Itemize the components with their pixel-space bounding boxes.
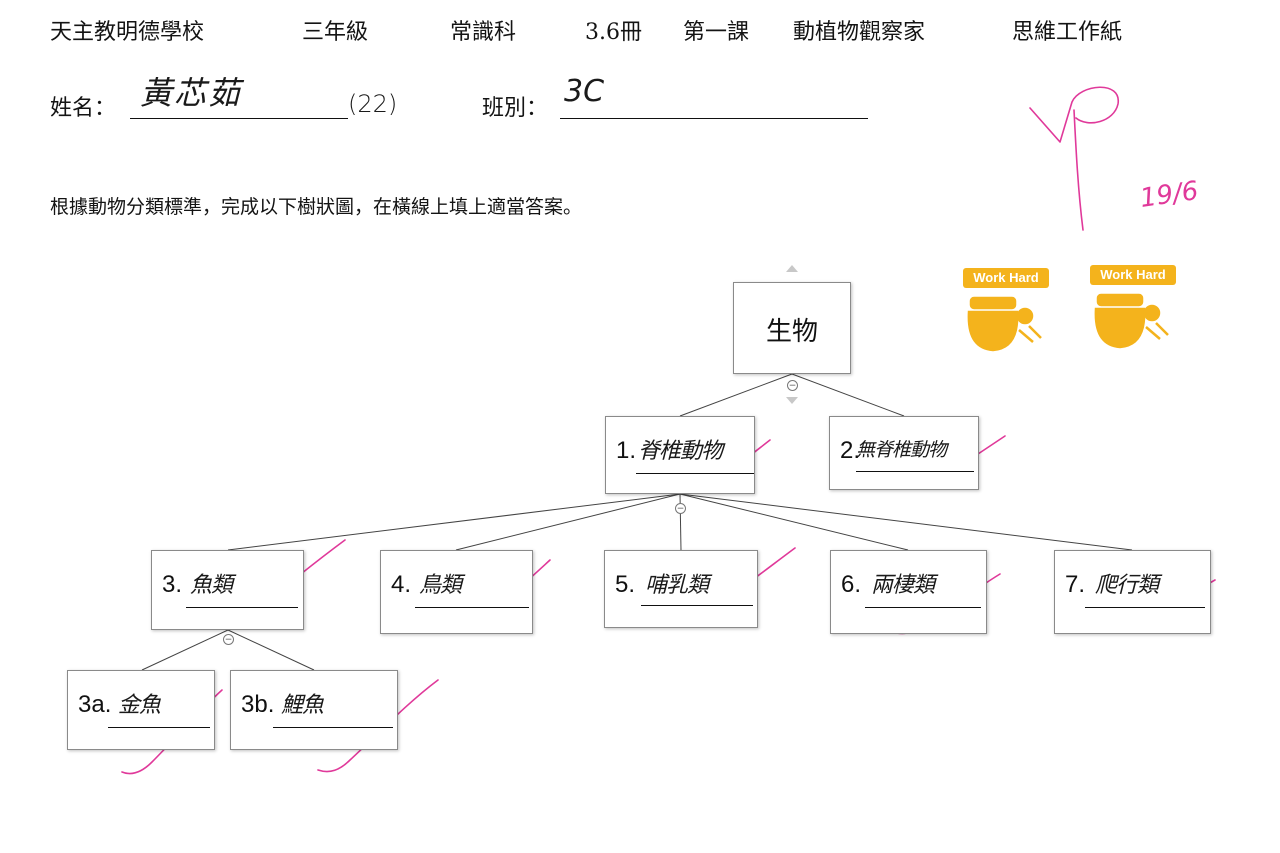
answer-line [641, 605, 753, 606]
worksheet-title: 思維工作紙 [1012, 20, 1123, 45]
node-answer: 脊椎動物 [638, 439, 723, 464]
subject: 常識科 [450, 20, 517, 45]
book-volume: 3.6冊 [585, 20, 642, 45]
answer-line [415, 607, 529, 608]
node-number: 2. [840, 437, 861, 464]
scroll-down-icon [786, 397, 798, 404]
tree-node-2: 2. 無脊椎動物 [829, 416, 979, 490]
answer-line [636, 473, 754, 474]
lesson-number: 第一課 [683, 20, 750, 45]
collapse-icon-node-3[interactable]: − [223, 634, 234, 645]
answer-line [273, 727, 393, 728]
answer-line [865, 607, 981, 608]
node-number: 5. [615, 571, 636, 598]
class-label: 班別： [482, 96, 549, 121]
node-number: 3a. [78, 691, 112, 718]
student-number: (22) [348, 90, 398, 118]
node-answer: 鯉魚 [281, 693, 324, 718]
honey-jar-icon [1094, 293, 1169, 349]
node-answer: 爬行類 [1095, 573, 1159, 598]
node-number: 3. [162, 571, 183, 598]
answer-line [1085, 607, 1205, 608]
school-name: 天主教明德學校 [50, 20, 205, 45]
tree-node-7: 7. 爬行類 [1054, 550, 1211, 634]
node-number: 7. [1065, 571, 1086, 598]
node-answer: 魚類 [190, 573, 233, 598]
sticker-label: Work Hard [963, 268, 1049, 288]
name-underline [130, 118, 348, 119]
tree-node-3: 3. 魚類 [151, 550, 304, 630]
answer-line [856, 471, 974, 472]
work-hard-sticker-1: Work Hard [963, 268, 1049, 358]
tree-node-3a: 3a. 金魚 [67, 670, 215, 750]
node-number: 1. [616, 437, 637, 464]
node-number: 3b. [241, 691, 275, 718]
tree-node-4: 4. 鳥類 [380, 550, 533, 634]
node-answer: 無脊椎動物 [856, 439, 947, 461]
node-answer: 兩棲類 [871, 573, 935, 598]
honey-jar-icon [967, 296, 1042, 352]
scroll-up-icon [786, 265, 798, 272]
root-label: 生物 [765, 316, 818, 346]
answer-line [186, 607, 298, 608]
tree-node-1: 1. 脊椎動物 [605, 416, 755, 494]
node-answer: 金魚 [118, 693, 161, 718]
name-value: 黃芯茹 [140, 74, 243, 112]
collapse-icon-root[interactable]: − [787, 380, 798, 391]
grade: 三年級 [302, 20, 369, 45]
tree-root-node: 生物 [733, 282, 851, 374]
node-number: 6. [841, 571, 862, 598]
work-hard-sticker-2: Work Hard [1090, 265, 1176, 355]
collapse-icon-node-1[interactable]: − [675, 503, 686, 514]
tree-node-3b: 3b. 鯉魚 [230, 670, 398, 750]
tree-node-5: 5. 哺乳類 [604, 550, 758, 628]
node-answer: 鳥類 [419, 573, 462, 598]
node-number: 4. [391, 571, 412, 598]
node-answer: 哺乳類 [645, 573, 709, 598]
instruction-text: 根據動物分類標準，完成以下樹狀圖，在橫線上填上適當答案。 [50, 196, 583, 218]
name-label: 姓名： [50, 96, 117, 121]
sticker-label: Work Hard [1090, 265, 1176, 285]
class-underline [560, 118, 868, 119]
teacher-signature [1029, 86, 1119, 231]
tree-node-6: 6. 兩棲類 [830, 550, 987, 634]
lesson-topic: 動植物觀察家 [793, 20, 926, 45]
class-value: 3C [564, 74, 605, 109]
check-mark-3b [317, 679, 439, 773]
answer-line [108, 727, 210, 728]
